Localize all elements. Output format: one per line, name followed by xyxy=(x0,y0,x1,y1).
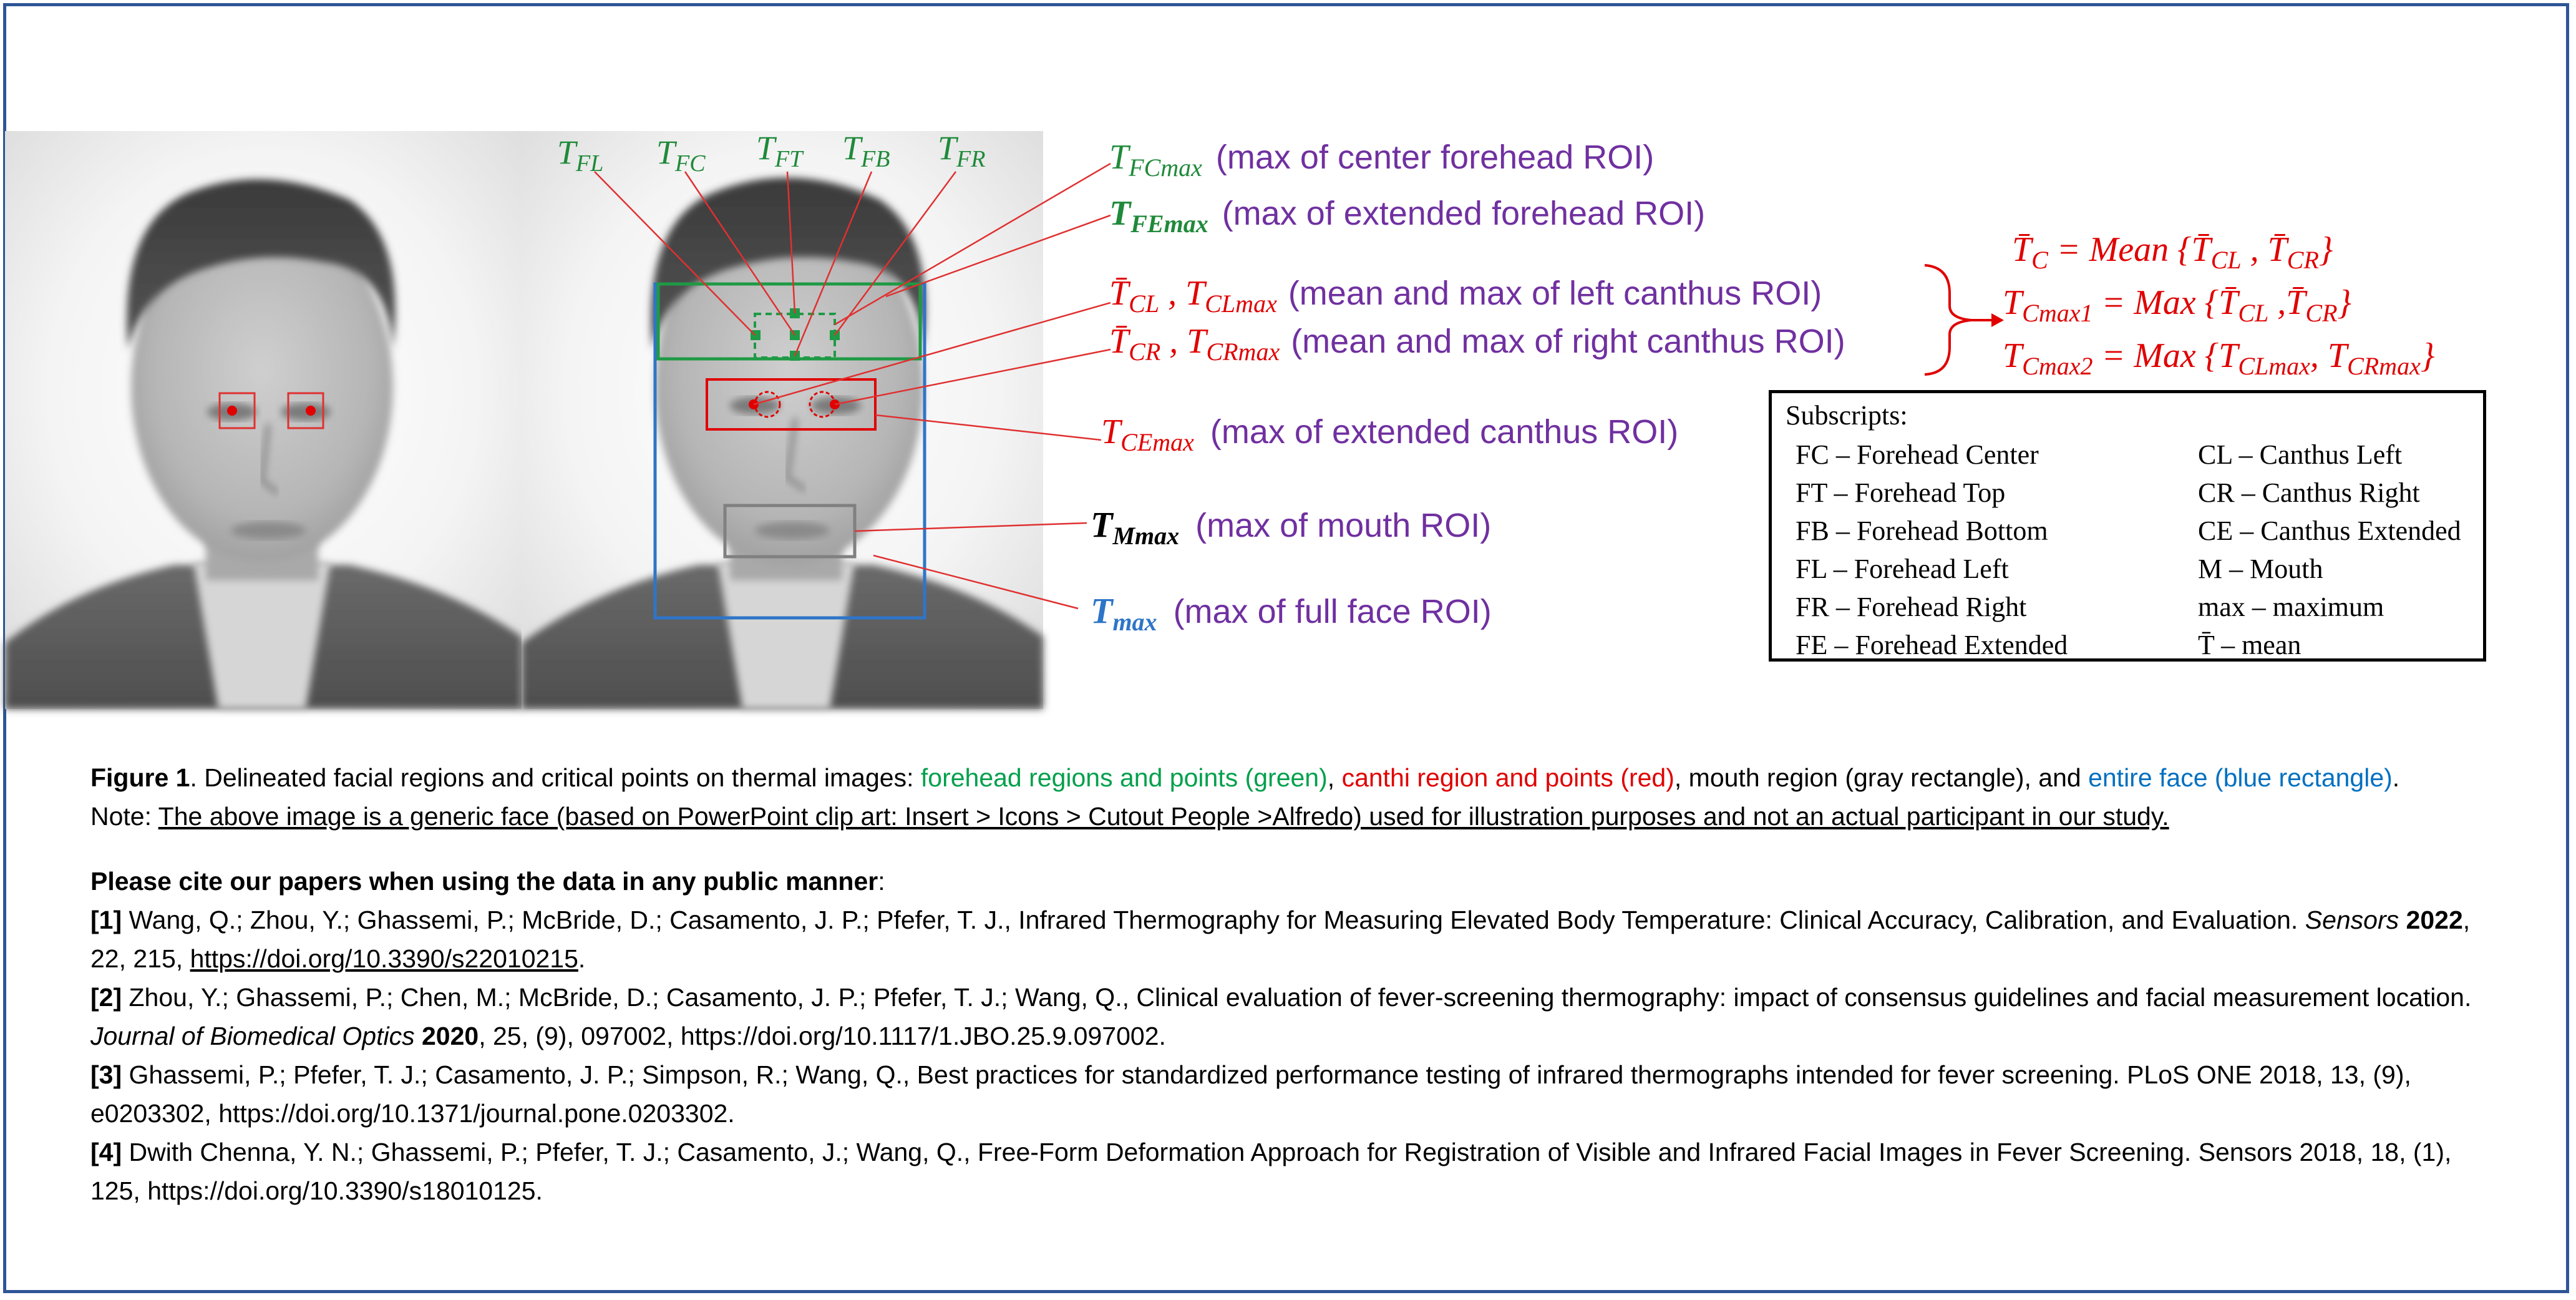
left-canthus-point xyxy=(227,406,237,416)
subscript-max: max – maximum xyxy=(2198,592,2384,622)
extended-forehead-roi xyxy=(656,282,922,361)
subscript-cr: CR – Canthus Right xyxy=(2198,477,2420,508)
caption-and-citations: Figure 1. Delineated facial regions and … xyxy=(90,758,2499,1210)
subscripts-right-column: CL – Canthus Left CR – Canthus Right CE … xyxy=(2198,436,2461,664)
subscripts-legend: Subscripts: FC – Forehead Center FT – Fo… xyxy=(1769,390,2486,662)
equation-tcmax2: TCmax2= Max {TCLmax, TCRmax} xyxy=(2003,336,2434,380)
reference-4: [4] Dwith Chenna, Y. N.; Ghassemi, P.; P… xyxy=(90,1138,2452,1205)
right-canthus-point xyxy=(306,406,316,416)
reference-2: [2] Zhou, Y.; Ghassemi, P.; Chen, M.; Mc… xyxy=(90,983,2472,1050)
label-t-fcmax: TFCmax(max of center forehead ROI) xyxy=(1109,138,1654,182)
left-canthus-roi xyxy=(218,392,256,429)
label-t-fb: TFB xyxy=(842,129,890,172)
figure-border xyxy=(3,3,2569,1293)
right-face-photo xyxy=(522,131,1043,709)
caption-face: entire face (blue rectangle) xyxy=(2088,763,2393,792)
equation-tcmax1: TCmax1= Max {T̄CL ,T̄CR} xyxy=(2003,283,2351,327)
label-t-fc: TFC xyxy=(656,134,706,177)
label-t-fr: TFR xyxy=(938,129,985,172)
caption-forehead: forehead regions and points (green) xyxy=(920,763,1328,792)
reference-1-link[interactable]: https://doi.org/10.3390/s22010215 xyxy=(190,944,578,973)
subscript-ce: CE – Canthus Extended xyxy=(2198,516,2461,546)
label-t-mmax: TMmax(max of mouth ROI) xyxy=(1091,504,1491,550)
label-t-max: Tmax(max of full face ROI) xyxy=(1091,590,1492,636)
subscript-fc: FC – Forehead Center xyxy=(1796,439,2039,470)
label-t-femax: TFEmax(max of extended forehead ROI) xyxy=(1109,194,1705,238)
right-canthus-roi xyxy=(287,392,324,429)
citation-heading: Please cite our papers when using the da… xyxy=(90,867,885,896)
figure-note: Note: The above image is a generic face … xyxy=(90,802,2169,831)
figure-label: Figure 1 xyxy=(90,763,190,792)
roi-diagram: TFL TFC TFT TFB TFR TFCmax(max of center… xyxy=(5,129,2434,709)
subscript-fr: FR – Forehead Right xyxy=(1796,592,2027,622)
reference-3: [3] Ghassemi, P.; Pfefer, T. J.; Casamen… xyxy=(90,1060,2411,1128)
label-t-cr: T̄CR , TCRmax(mean and max of right cant… xyxy=(1109,322,1845,366)
subscript-ft: FT – Forehead Top xyxy=(1796,477,2006,508)
subscript-fb: FB – Forehead Bottom xyxy=(1796,516,2048,546)
leader-lines xyxy=(594,162,1111,610)
subscripts-title: Subscripts: xyxy=(1786,400,1908,431)
label-t-cemax: TCEmax(max of extended canthus ROI) xyxy=(1101,413,1678,456)
equation-tc-mean: T̄C= Mean {T̄CL , T̄CR} xyxy=(2012,230,2333,274)
subscript-fe: FE – Forehead Extended xyxy=(1796,630,2068,660)
subscript-mean: T̄ – mean xyxy=(2198,630,2301,660)
subscript-fl: FL – Forehead Left xyxy=(1796,554,2009,584)
label-t-ft: TFT xyxy=(756,129,804,172)
left-face-photo xyxy=(5,131,522,709)
subscripts-left-column: FC – Forehead Center FT – Forehead Top F… xyxy=(1796,436,2068,664)
label-t-fl: TFL xyxy=(557,134,603,177)
reference-1: [1] Wang, Q.; Zhou, Y.; Ghassemi, P.; Mc… xyxy=(90,906,2471,973)
subscript-m: M – Mouth xyxy=(2198,554,2323,584)
label-t-cl: T̄CL , TCLmax(mean and max of left canth… xyxy=(1109,274,1822,318)
curly-brace xyxy=(1924,264,1972,376)
extended-canthus-roi xyxy=(706,378,877,431)
caption-canthi: canthi region and points (red) xyxy=(1341,763,1674,792)
subscript-cl: CL – Canthus Left xyxy=(2198,439,2403,470)
figure-caption: Figure 1. Delineated facial regions and … xyxy=(90,763,2400,792)
